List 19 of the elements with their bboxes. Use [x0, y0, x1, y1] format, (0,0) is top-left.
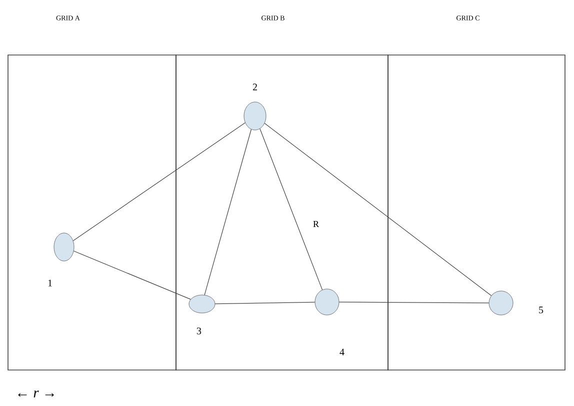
vertex-ellipse [244, 102, 266, 130]
vertex-number: 2 [252, 84, 257, 90]
edge-line [264, 123, 492, 296]
edge-line [204, 129, 252, 296]
vertex-number: 1 [48, 280, 52, 286]
edge-label: R [312, 220, 320, 228]
vertex-number: 4 [340, 348, 344, 356]
edge-line [214, 302, 316, 304]
dimension-label: ← r → [18, 390, 54, 398]
edge-line [72, 122, 246, 242]
vertex-ellipse [188, 294, 216, 314]
vertex-number: 5 [539, 306, 544, 314]
vertex-number: 3 [197, 328, 202, 334]
vertex-ellipse [54, 232, 74, 262]
edge-line [338, 302, 490, 304]
vertex-ellipse [314, 288, 340, 316]
vertex-ellipse [488, 290, 514, 316]
edge-line [260, 128, 323, 290]
edge-line [73, 250, 191, 300]
